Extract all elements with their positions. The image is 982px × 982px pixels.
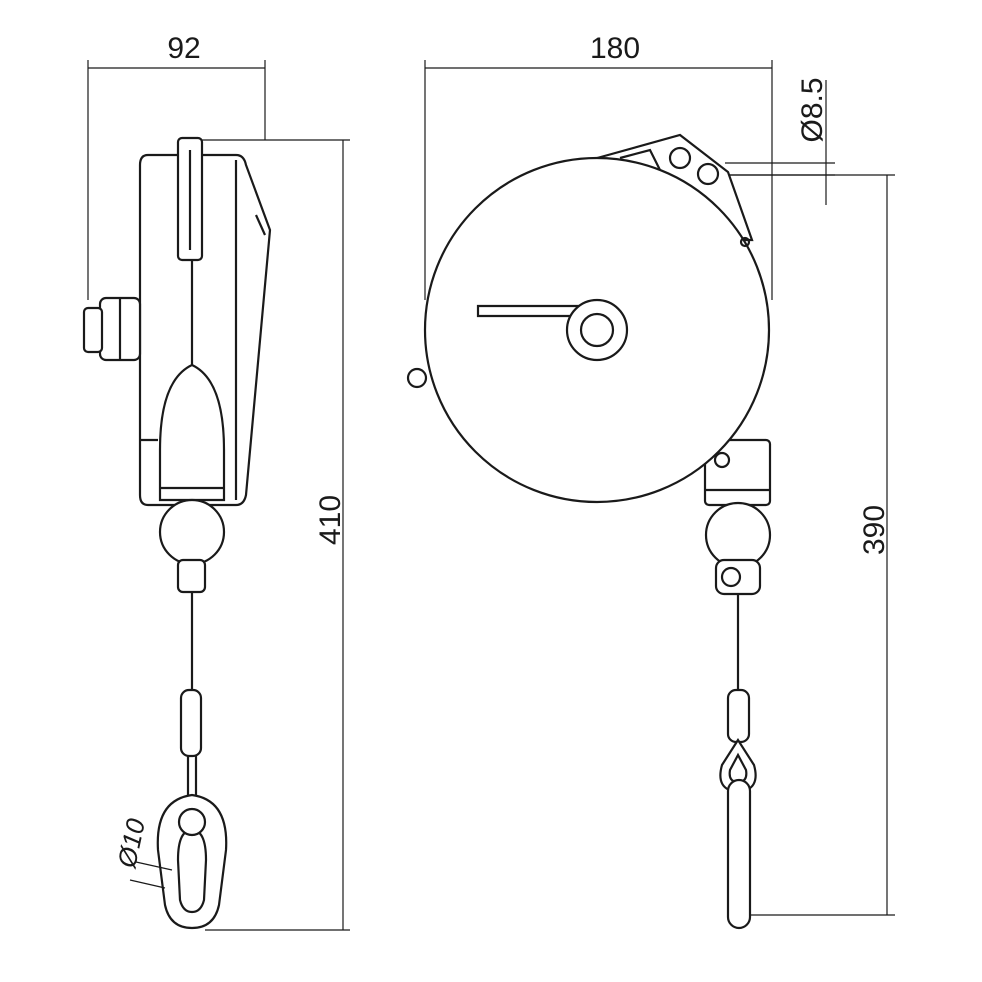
dimension-180-label: 180 <box>590 32 640 65</box>
dimension-d10-label: Ø10 <box>111 815 151 871</box>
bracket-hole <box>668 146 692 170</box>
side-view: 92 410 Ø10 <box>82 32 350 931</box>
dimension-d8-5: Ø8.5 <box>725 77 835 205</box>
stop-ball-front <box>704 501 772 569</box>
adjust-lever <box>476 304 582 318</box>
hook-shank <box>726 778 752 930</box>
stop-ball-side <box>158 498 226 566</box>
dimension-410-label: 410 <box>314 495 347 545</box>
dimension-410: 410 <box>185 139 350 931</box>
dimension-92: 92 <box>87 32 266 300</box>
dimension-390-label: 390 <box>858 505 891 555</box>
dimension-92-label: 92 <box>167 32 200 65</box>
bracket-hole <box>696 162 720 186</box>
carabiner-ring <box>177 807 207 837</box>
sleeve-front <box>726 688 751 744</box>
sleeve-side <box>179 688 203 758</box>
swivel-side <box>176 558 207 594</box>
front-view: 180 Ø8.5 390 <box>406 32 895 930</box>
dimension-d8-5-label: Ø8.5 <box>796 77 829 142</box>
dimension-390: 390 <box>725 174 895 916</box>
carabiner <box>156 793 228 930</box>
hub-center <box>579 312 615 348</box>
dimension-180: 180 <box>424 32 773 300</box>
